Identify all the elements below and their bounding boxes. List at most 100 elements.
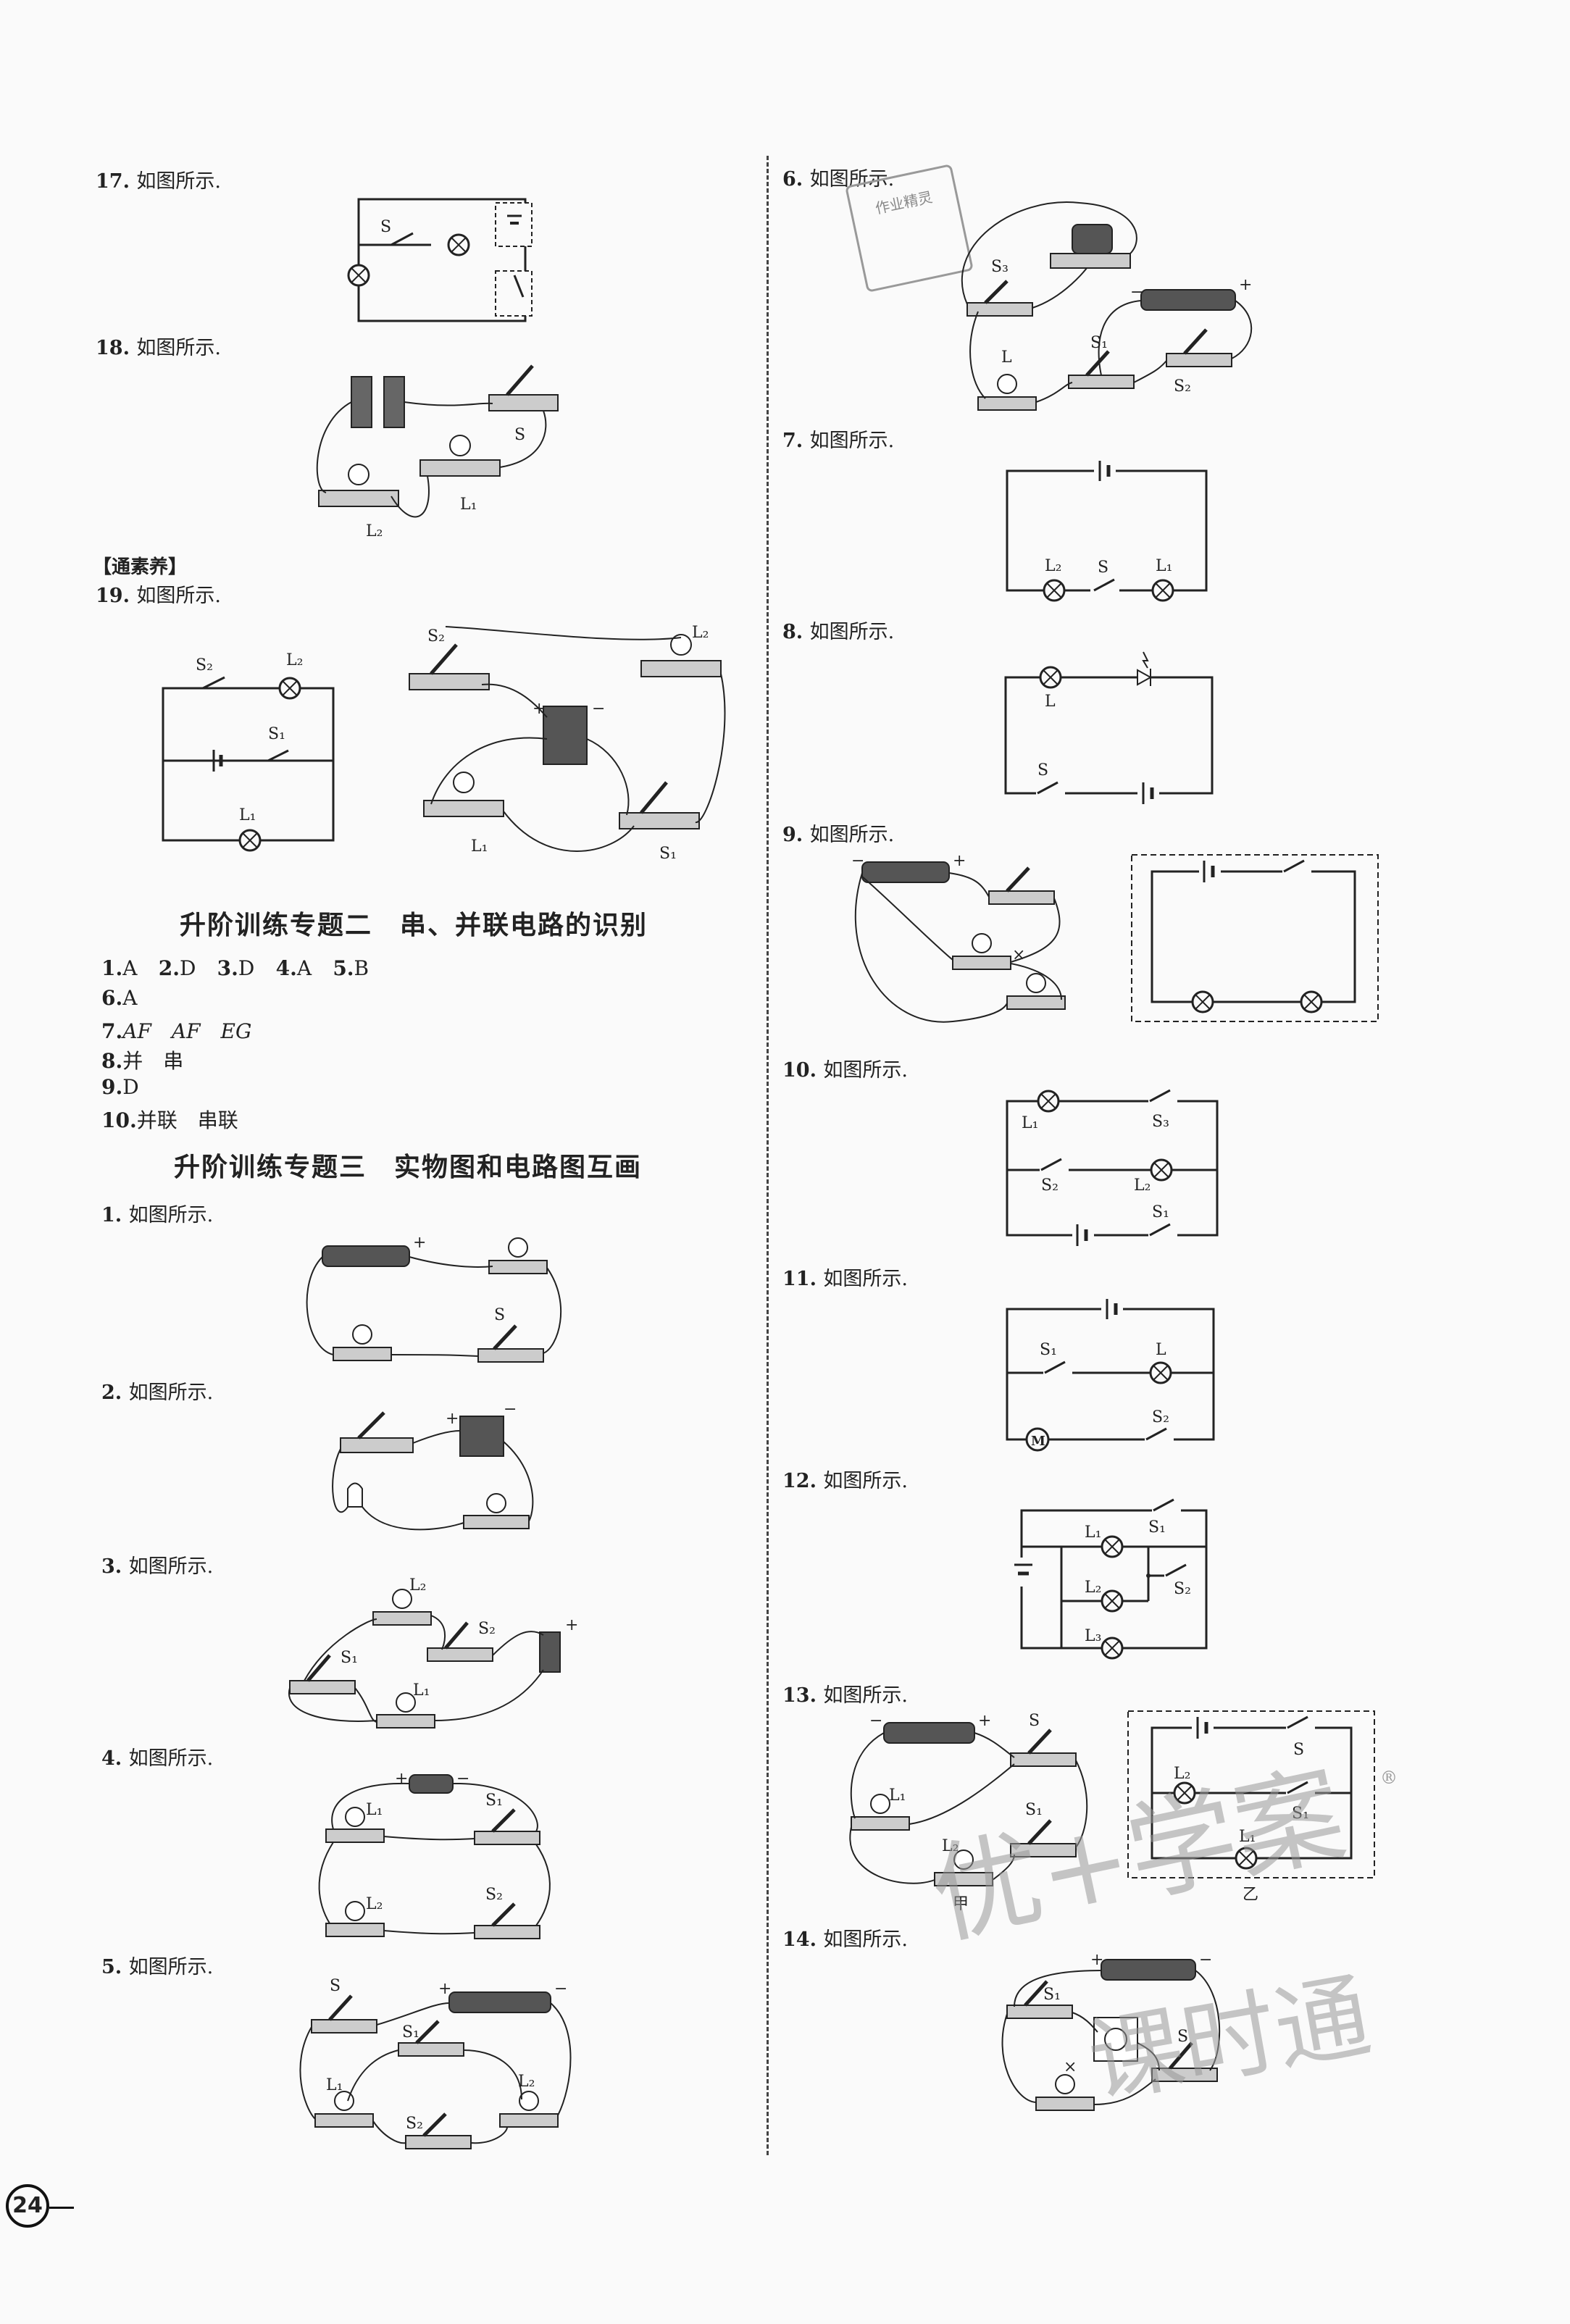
svg-text:S: S (380, 218, 391, 236)
svg-text:L₁: L₁ (889, 1786, 906, 1805)
s2-answer-10: 10.并联 串联 (101, 1108, 238, 1132)
svg-text:S₂: S₂ (1174, 1580, 1191, 1598)
s3-item3-physical-circuit: L₂ S₁ S₂ + L₁ (288, 1576, 578, 1729)
svg-text:S₁: S₁ (485, 1792, 503, 1810)
svg-text:L₂: L₂ (1174, 1765, 1190, 1783)
r11-circuit-diagram: S₁ L M S₂ (1006, 1299, 1215, 1452)
svg-text:L₂: L₂ (1134, 1176, 1151, 1195)
svg-text:甲: 甲 (953, 1895, 969, 1913)
svg-text:S: S (1177, 2028, 1188, 2046)
svg-text:S₁: S₁ (1025, 1801, 1043, 1819)
svg-text:L: L (1045, 693, 1056, 711)
svg-text:+: + (395, 1770, 408, 1788)
r-item-8: 8. 如图所示. (782, 621, 895, 643)
q19-physical-circuit: S₂ L₂ + − L₁ S₁ (409, 624, 726, 863)
svg-text:L₁: L₁ (1156, 557, 1172, 575)
q19-circuit-diagram: S₂ L₂ S₁ L₁ (162, 651, 335, 852)
r-item-7: 7. 如图所示. (782, 430, 895, 452)
s3-item1-physical-circuit: + S (306, 1234, 562, 1363)
page-number-line (49, 2207, 74, 2209)
s3-item-3: 3. 如图所示. (101, 1555, 214, 1578)
svg-text:S₁: S₁ (1152, 1203, 1169, 1221)
s2-answer-7: 7.AF AF EG (101, 1019, 252, 1043)
q18-label: 18. 如图所示. (96, 337, 221, 359)
section2-title: 升阶训练专题二 串、并联电路的识别 (180, 911, 648, 940)
svg-text:L₁: L₁ (239, 806, 256, 824)
svg-text:L₃: L₃ (1085, 1627, 1101, 1645)
s2-answer-9: 9.D (101, 1075, 139, 1099)
svg-text:S₂: S₂ (1174, 377, 1191, 396)
svg-text:−: − (1199, 1951, 1212, 1969)
svg-text:L₁: L₁ (471, 837, 488, 856)
svg-text:L₂: L₂ (942, 1837, 959, 1855)
q19-label: 19. 如图所示. (96, 585, 221, 607)
svg-text:S₂: S₂ (1041, 1176, 1059, 1195)
r-item-10: 10. 如图所示. (782, 1059, 908, 1082)
s3-item-1: 1. 如图所示. (101, 1204, 214, 1226)
s2-answers-row1: 1.A 2.D 3.D 4.A 5.B (101, 956, 369, 980)
svg-text:S₃: S₃ (991, 258, 1009, 276)
r-item-14: 14. 如图所示. (782, 1928, 908, 1951)
svg-text:+: + (413, 1234, 426, 1252)
svg-text:S₃: S₃ (1152, 1113, 1169, 1131)
r8-circuit-diagram: L S (1004, 651, 1214, 804)
svg-text:L₁: L₁ (413, 1681, 430, 1700)
q17-label: 17. 如图所示. (96, 170, 221, 193)
svg-text:S₂: S₂ (427, 627, 445, 645)
svg-text:+: + (565, 1616, 578, 1634)
svg-text:S₁: S₁ (659, 845, 677, 863)
svg-text:S₁: S₁ (1040, 1341, 1057, 1359)
s3-item2-physical-circuit: + − (332, 1400, 534, 1531)
svg-text:−: − (504, 1400, 517, 1418)
svg-text:L₂: L₂ (366, 522, 383, 540)
r13-circuit-diagram-yi: S L₂ S₁ L₁ 乙 (1127, 1710, 1375, 1904)
section-tag: 【通素养】 (93, 556, 188, 578)
svg-text:L₂: L₂ (286, 651, 303, 669)
r9-circuit-diagram (1131, 854, 1379, 1022)
svg-text:+: + (978, 1712, 991, 1730)
s3-item-5: 5. 如图所示. (101, 1956, 214, 1978)
svg-text:S₂: S₂ (478, 1620, 496, 1638)
svg-text:+: + (1239, 276, 1252, 294)
svg-text:S₁: S₁ (402, 2023, 419, 2041)
svg-text:L₂: L₂ (518, 2073, 535, 2091)
svg-text:S: S (494, 1306, 505, 1324)
r9-physical-circuit: − + × (851, 852, 1066, 1023)
svg-text:+: + (446, 1410, 459, 1428)
svg-text:L₂: L₂ (692, 624, 709, 642)
svg-text:S: S (1098, 559, 1108, 577)
svg-text:×: × (1012, 946, 1025, 964)
svg-text:S₂: S₂ (196, 656, 213, 674)
r7-circuit-diagram: L₂ S L₁ (1006, 461, 1208, 602)
svg-text:乙: 乙 (1243, 1886, 1258, 1904)
r10-circuit-diagram: L₁ S₃ S₂ L₂ S₁ (1006, 1089, 1219, 1246)
svg-text:L₁: L₁ (1239, 1828, 1256, 1846)
svg-text:S₂: S₂ (406, 2115, 423, 2133)
s2-answer-6: 6.A (101, 986, 138, 1010)
svg-text:×: × (1064, 2058, 1077, 2076)
svg-text:S: S (330, 1977, 341, 1995)
s3-item4-physical-circuit: + − L₁ S₁ L₂ S₂ (318, 1770, 551, 1939)
s3-item-2: 2. 如图所示. (101, 1382, 214, 1404)
svg-text:L: L (1156, 1341, 1166, 1359)
svg-text:S₁: S₁ (1043, 1986, 1061, 2004)
svg-text:L₁: L₁ (1085, 1523, 1101, 1542)
r12-circuit-diagram: S₁ L₁ L₂ S₂ L₃ (1011, 1498, 1208, 1660)
page-number: 24 (6, 2184, 49, 2228)
svg-text:L₂: L₂ (1085, 1579, 1101, 1597)
svg-text:S₁: S₁ (1292, 1805, 1309, 1823)
r-item-9: 9. 如图所示. (782, 824, 895, 846)
svg-text:L₁: L₁ (326, 2076, 343, 2094)
svg-text:−: − (869, 1712, 882, 1730)
svg-text:+: + (1090, 1951, 1103, 1969)
svg-text:L₂: L₂ (1045, 557, 1061, 575)
svg-text:−: − (1130, 283, 1143, 301)
svg-text:M: M (1031, 1434, 1045, 1449)
r-item-11: 11. 如图所示. (782, 1268, 908, 1290)
r-item-12: 12. 如图所示. (782, 1470, 908, 1492)
registered-mark: ® (1380, 1768, 1398, 1788)
svg-text:S₁: S₁ (341, 1649, 358, 1667)
svg-text:S₁: S₁ (1148, 1518, 1166, 1537)
s3-item5-physical-circuit: S + − S₁ L₁ S₂ L₂ (299, 1977, 572, 2149)
r14-physical-circuit: + − S₁ S × (1001, 1951, 1221, 2111)
